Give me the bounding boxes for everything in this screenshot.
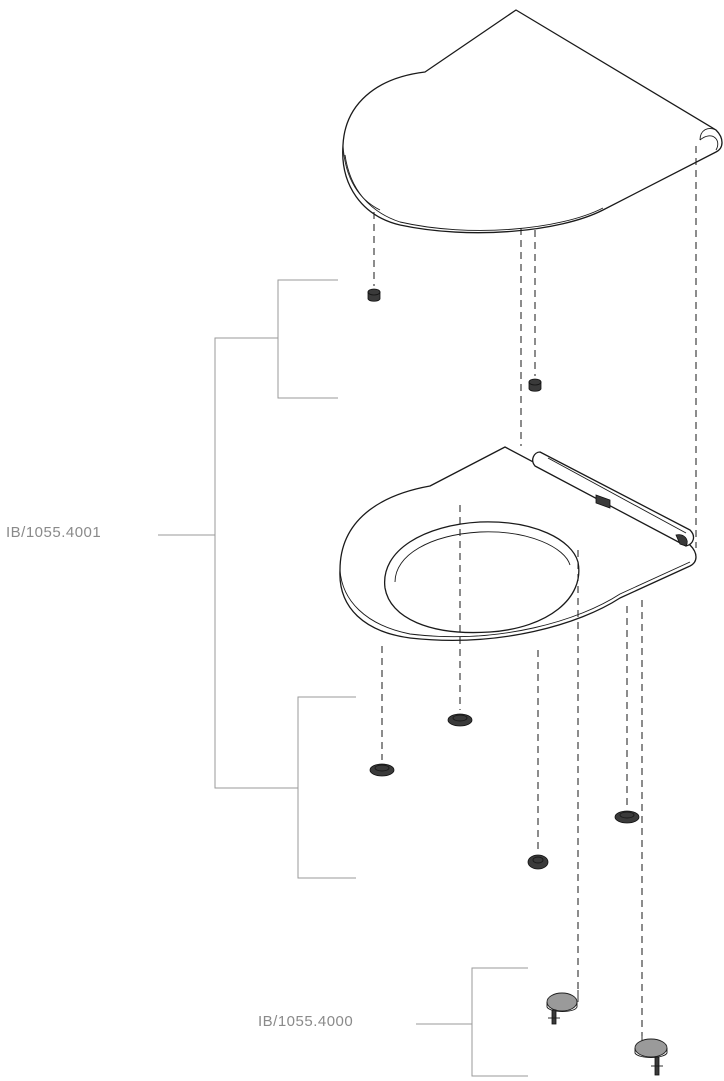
fixing-cap-1 (546, 990, 579, 1025)
fixing-cap-2 (634, 1036, 668, 1076)
seat-kit-bracket (158, 279, 356, 879)
assembly-lines (373, 146, 697, 1036)
seat-buffer-4 (614, 810, 640, 824)
lid-buffers (367, 288, 542, 392)
lid-buffer-2 (528, 378, 542, 392)
fixing-caps (546, 990, 668, 1076)
seat-kit-part-number: IB/1055.4001 (6, 524, 102, 541)
seat-buffer-3 (527, 854, 549, 870)
lid-buffer-1 (367, 288, 381, 302)
seat-buffer-1 (369, 763, 395, 777)
fixing-kit-part-number: IB/1055.4000 (258, 1013, 354, 1030)
toilet-lid (342, 9, 723, 234)
seat-buffer-2 (447, 713, 473, 727)
fixing-kit-bracket (416, 967, 528, 1077)
toilet-seat (339, 446, 697, 641)
seat-buffers (369, 713, 640, 870)
